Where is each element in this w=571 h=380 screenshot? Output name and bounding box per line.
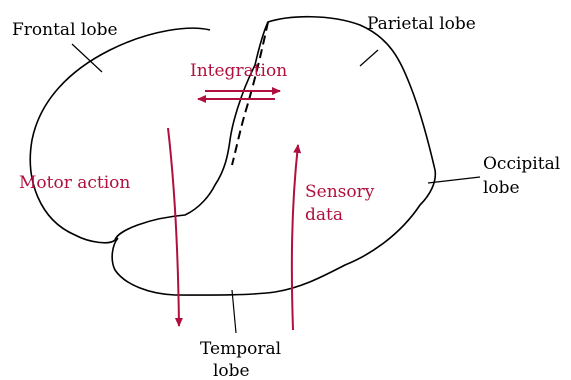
central-sulcus-dashed-line bbox=[231, 21, 269, 166]
sensory-data-label-line2: data bbox=[305, 205, 343, 225]
integration-label: Integration bbox=[190, 61, 287, 81]
parietal-lobe-label: Parietal lobe bbox=[367, 14, 476, 34]
parietal-leader-line bbox=[359, 49, 379, 67]
motor-action-arrow bbox=[167, 127, 183, 327]
frontal-leader-line bbox=[71, 43, 103, 73]
frontal-lobe-label: Frontal lobe bbox=[12, 20, 118, 40]
occipital-leader-line bbox=[427, 176, 481, 184]
motor-action-label: Motor action bbox=[19, 173, 130, 193]
occipital-lobe-label-line2: lobe bbox=[483, 178, 520, 198]
occipital-lobe-label-line1: Occipital bbox=[483, 154, 560, 174]
temporal-lobe-label-line1: Temporal bbox=[200, 339, 281, 359]
brain-outline bbox=[29, 15, 437, 296]
temporal-leader-line bbox=[231, 289, 237, 334]
sensory-data-arrow bbox=[290, 144, 302, 331]
temporal-lobe-label-line2: lobe bbox=[213, 361, 250, 380]
sensory-data-label-line1: Sensory bbox=[305, 182, 375, 202]
